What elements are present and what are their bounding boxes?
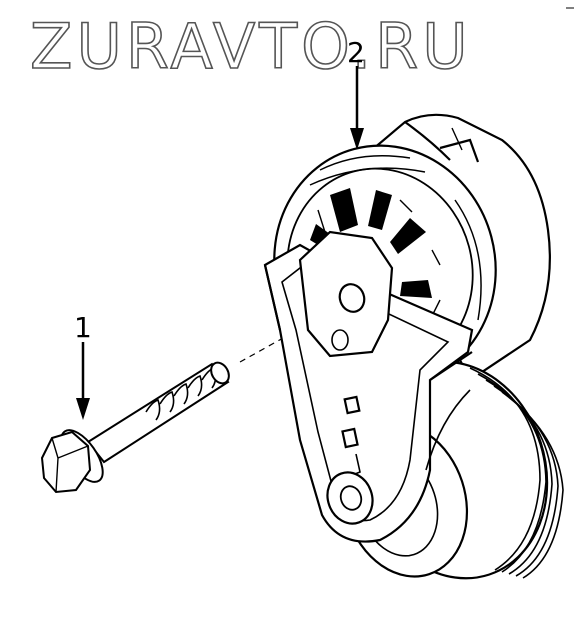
callout-2: 2: [347, 36, 365, 150]
arm-slot-1: [343, 395, 361, 415]
watermark-text: ZURAVTO.RU: [30, 10, 472, 83]
bolt-hole: [338, 283, 366, 313]
callout-1: 1: [74, 311, 92, 420]
callout-2-number: 2: [347, 36, 365, 69]
pivot-boss: [326, 471, 374, 525]
callout-1-number: 1: [74, 311, 92, 344]
bolt: [40, 361, 230, 494]
arm-slot-2: [341, 427, 359, 449]
belt-tensioner: [263, 113, 564, 580]
